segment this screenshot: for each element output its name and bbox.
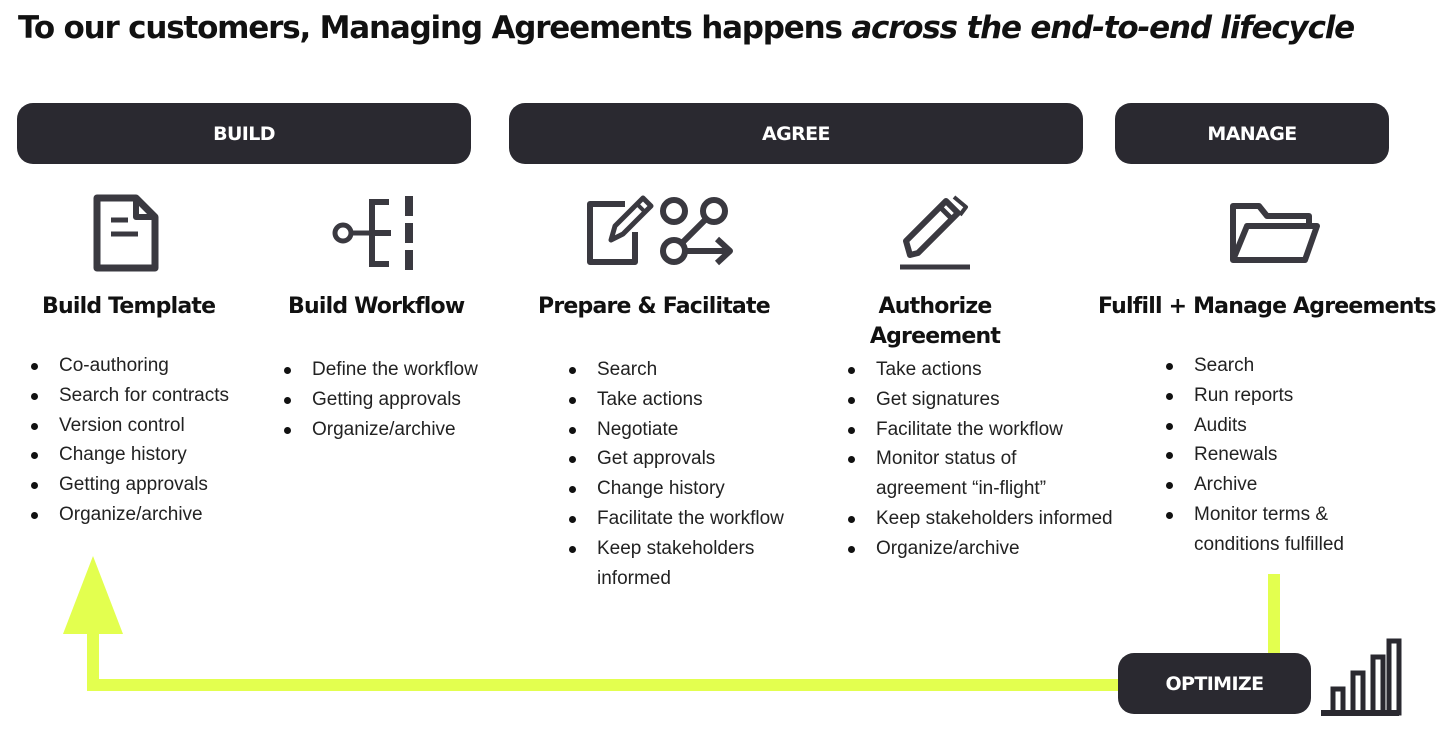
list-item: Getting approvals	[282, 385, 478, 415]
phase-manage: MANAGE	[1115, 103, 1389, 164]
list-item: Organize/archive	[846, 534, 1113, 564]
col-title-build-workflow: Build Workflow	[288, 294, 465, 319]
phase-optimize: OPTIMIZE	[1118, 653, 1311, 714]
document-icon	[92, 193, 160, 273]
col-title-fulfill-manage: Fulfill + Manage Agreements	[1098, 294, 1436, 319]
list-item: Getting approvals	[29, 470, 229, 500]
list-item: Renewals	[1164, 440, 1374, 470]
phase-agree: AGREE	[509, 103, 1083, 164]
list-item: Negotiate	[567, 415, 787, 445]
col-title-authorize-agreement: Authorize Agreement	[869, 294, 1001, 349]
list-item: Search	[1164, 351, 1374, 381]
page-title: To our customers, Managing Agreements ha…	[18, 10, 1355, 46]
list-item: Facilitate the workflow	[567, 504, 787, 534]
edit-document-icon	[585, 192, 655, 267]
list-item: Keep stakeholders informed	[846, 504, 1113, 534]
workflow-icon	[331, 194, 419, 272]
bar-chart-icon	[1319, 637, 1403, 717]
col-title-prepare-facilitate: Prepare & Facilitate	[538, 294, 771, 319]
list-item: Facilitate the workflow	[846, 415, 1113, 445]
list-authorize-agreement: Take actions Get signatures Facilitate t…	[846, 355, 1113, 564]
folder-icon	[1227, 200, 1323, 266]
list-build-workflow: Define the workflow Getting approvals Or…	[282, 355, 478, 444]
list-item: Change history	[567, 474, 787, 504]
phase-build: BUILD	[17, 103, 471, 164]
list-item: Run reports	[1164, 381, 1374, 411]
col-title-build-template: Build Template	[42, 294, 216, 319]
list-item: Audits	[1164, 411, 1374, 441]
list-item: Take actions	[567, 385, 787, 415]
list-item: Search for contracts	[29, 381, 229, 411]
routing-icon	[657, 193, 737, 269]
list-item: Get approvals	[567, 444, 787, 474]
list-item: Get signatures	[846, 385, 1113, 415]
list-item: Organize/archive	[29, 500, 229, 530]
list-item: Organize/archive	[282, 415, 478, 445]
list-item: Define the workflow	[282, 355, 478, 385]
list-item: Keep stakeholders informed	[567, 534, 787, 594]
list-fulfill-manage: Search Run reports Audits Renewals Archi…	[1164, 351, 1374, 560]
list-item: Search	[567, 355, 787, 385]
list-prepare-facilitate: Search Take actions Negotiate Get approv…	[567, 355, 787, 593]
list-build-template: Co-authoring Search for contracts Versio…	[29, 351, 229, 530]
list-item: Take actions	[846, 355, 1113, 385]
list-item: Monitor status of agreement “in-flight”	[846, 444, 1086, 504]
list-item: Version control	[29, 411, 229, 441]
pen-icon	[896, 193, 974, 271]
list-item: Co-authoring	[29, 351, 229, 381]
list-item: Monitor terms & conditions fulfilled	[1164, 500, 1374, 560]
list-item: Change history	[29, 440, 229, 470]
list-item: Archive	[1164, 470, 1374, 500]
